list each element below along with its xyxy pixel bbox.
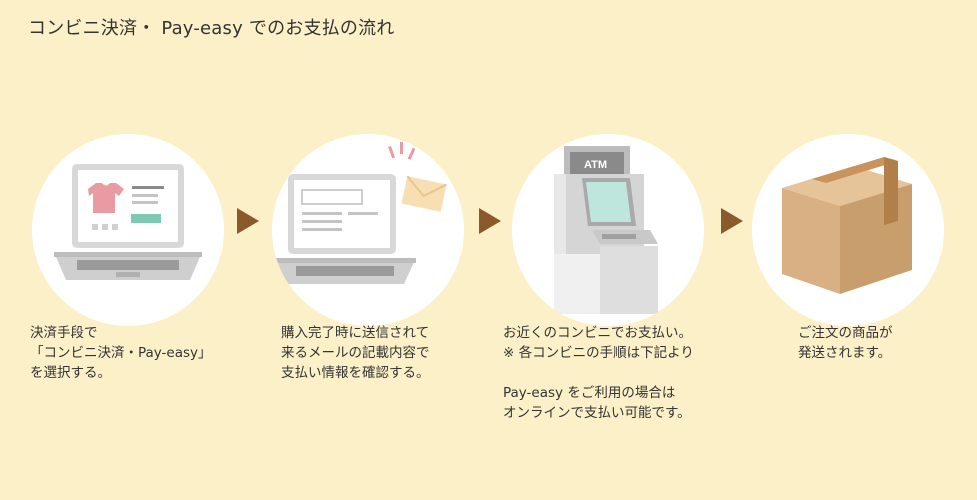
step-1-line-1: 決済手段で bbox=[30, 325, 98, 341]
step-1-illustration bbox=[32, 134, 224, 326]
step-3-description: お近くのコンビニでお支払い。 ※ 各コンビニの手順は下記より Pay-easy … bbox=[503, 323, 694, 423]
step-2-line-1: 購入完了時に送信されて bbox=[281, 325, 430, 341]
step-4-line-1: ご注文の商品が bbox=[798, 325, 893, 341]
step-3-line-3: Pay-easy をご利用の場合は bbox=[503, 385, 676, 401]
spacer bbox=[503, 363, 694, 383]
cardboard-box-icon bbox=[782, 157, 912, 294]
step-2-illustration bbox=[272, 134, 464, 326]
step-3-line-4: オンラインで支払い可能です。 bbox=[503, 405, 691, 421]
step-4-description: ご注文の商品が 発送されます。 bbox=[798, 323, 893, 363]
atm-label: ATM bbox=[584, 159, 607, 171]
arrow-right-icon bbox=[721, 208, 743, 234]
step-3-line-2: ※ 各コンビニの手順は下記より bbox=[503, 345, 694, 361]
step-1-line-2: 「コンビニ決済・Pay-easy」 bbox=[30, 345, 212, 361]
arrow-right-icon bbox=[237, 208, 259, 234]
step-3-illustration: ATM bbox=[512, 134, 704, 326]
step-2-line-2: 来るメールの記載内容で bbox=[281, 345, 430, 361]
step-4-illustration bbox=[752, 134, 944, 326]
atm-icon: ATM bbox=[554, 146, 658, 314]
step-3-line-1: お近くのコンビニでお支払い。 bbox=[503, 325, 692, 341]
laptop-mail-icon bbox=[274, 142, 447, 284]
step-2-line-3: 支払い情報を確認する。 bbox=[281, 365, 430, 381]
laptop-tshirt-icon bbox=[54, 164, 202, 280]
arrow-right-icon bbox=[479, 208, 501, 234]
step-2-description: 購入完了時に送信されて 来るメールの記載内容で 支払い情報を確認する。 bbox=[281, 323, 430, 383]
step-1-description: 決済手段で 「コンビニ決済・Pay-easy」 を選択する。 bbox=[30, 323, 212, 383]
step-4-line-2: 発送されます。 bbox=[798, 345, 892, 361]
page-title: コンビニ決済・ Pay-easy でのお支払の流れ bbox=[28, 18, 395, 39]
step-1-line-3: を選択する。 bbox=[30, 365, 111, 381]
